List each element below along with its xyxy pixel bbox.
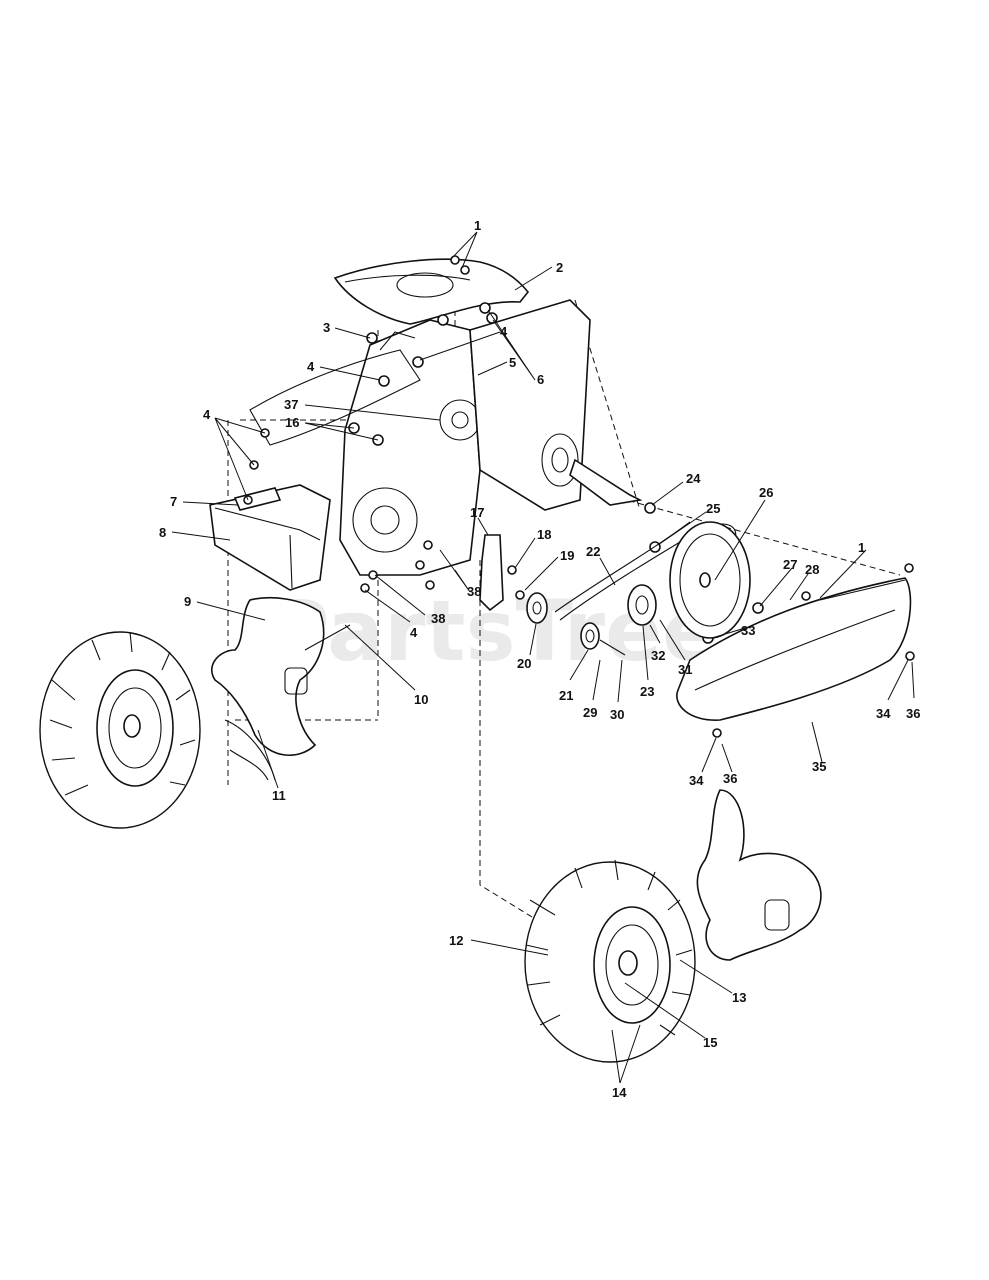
callout-22: 22 — [586, 544, 600, 559]
callout-1: 1 — [474, 218, 481, 233]
callout-29: 29 — [583, 705, 597, 720]
callout-11: 11 — [272, 788, 286, 803]
callout-38: 38 — [431, 611, 445, 626]
callout-13: 13 — [732, 990, 746, 1005]
transmission-housing — [249, 299, 643, 576]
callout-21: 21 — [559, 688, 573, 703]
callout-5: 5 — [509, 355, 516, 370]
callout-15: 15 — [703, 1035, 717, 1050]
callout-32: 32 — [651, 648, 665, 663]
callout-37: 37 — [284, 397, 298, 412]
callout-10: 10 — [414, 692, 428, 707]
callout-labels: 1 2 3 4 4 5 6 37 16 4 7 8 24 25 26 17 18… — [159, 218, 920, 1100]
leader-lines — [171, 231, 915, 1084]
callout-14: 14 — [612, 1085, 627, 1100]
callout-27: 27 — [783, 557, 797, 572]
fasteners — [243, 255, 915, 738]
part-17-bracket — [479, 534, 504, 612]
part-35-belt-cover — [676, 577, 912, 721]
callout-35: 35 — [812, 759, 826, 774]
callout-17: 17 — [470, 505, 484, 520]
right-tine-assembly — [696, 789, 822, 961]
callout-34: 34 — [689, 773, 704, 788]
part-20-idler — [526, 592, 548, 624]
callout-34: 34 — [876, 706, 891, 721]
part-2-top-shield — [333, 258, 530, 325]
callout-9: 9 — [184, 594, 191, 609]
callout-4: 4 — [500, 324, 508, 339]
callout-6: 6 — [537, 372, 544, 387]
callout-36: 36 — [723, 771, 737, 786]
right-wheel — [524, 859, 696, 1063]
callout-25: 25 — [706, 501, 720, 516]
left-tine-assembly — [211, 596, 351, 781]
callout-23: 23 — [640, 684, 654, 699]
callout-18: 18 — [537, 527, 551, 542]
callout-33: 33 — [741, 623, 755, 638]
callout-4: 4 — [203, 407, 211, 422]
callout-12: 12 — [449, 933, 463, 948]
callout-38: 38 — [467, 584, 481, 599]
callout-31: 31 — [678, 662, 692, 677]
callout-30: 30 — [610, 707, 624, 722]
part-7-bracket — [233, 487, 282, 511]
callout-1: 1 — [858, 540, 865, 555]
callout-26: 26 — [759, 485, 773, 500]
callout-7: 7 — [170, 494, 177, 509]
callout-24: 24 — [686, 471, 701, 486]
part-26-large-pulley — [669, 521, 751, 639]
small-pulleys — [580, 584, 657, 656]
part-8-front-bumper — [209, 484, 331, 591]
callout-16: 16 — [285, 415, 299, 430]
callout-20: 20 — [517, 656, 531, 671]
callout-36: 36 — [906, 706, 920, 721]
callout-4: 4 — [307, 359, 315, 374]
callout-2: 2 — [556, 260, 563, 275]
callout-4: 4 — [410, 625, 418, 640]
callout-8: 8 — [159, 525, 166, 540]
callout-19: 19 — [560, 548, 574, 563]
callout-28: 28 — [805, 562, 819, 577]
left-wheel — [39, 631, 201, 829]
callout-3: 3 — [323, 320, 330, 335]
